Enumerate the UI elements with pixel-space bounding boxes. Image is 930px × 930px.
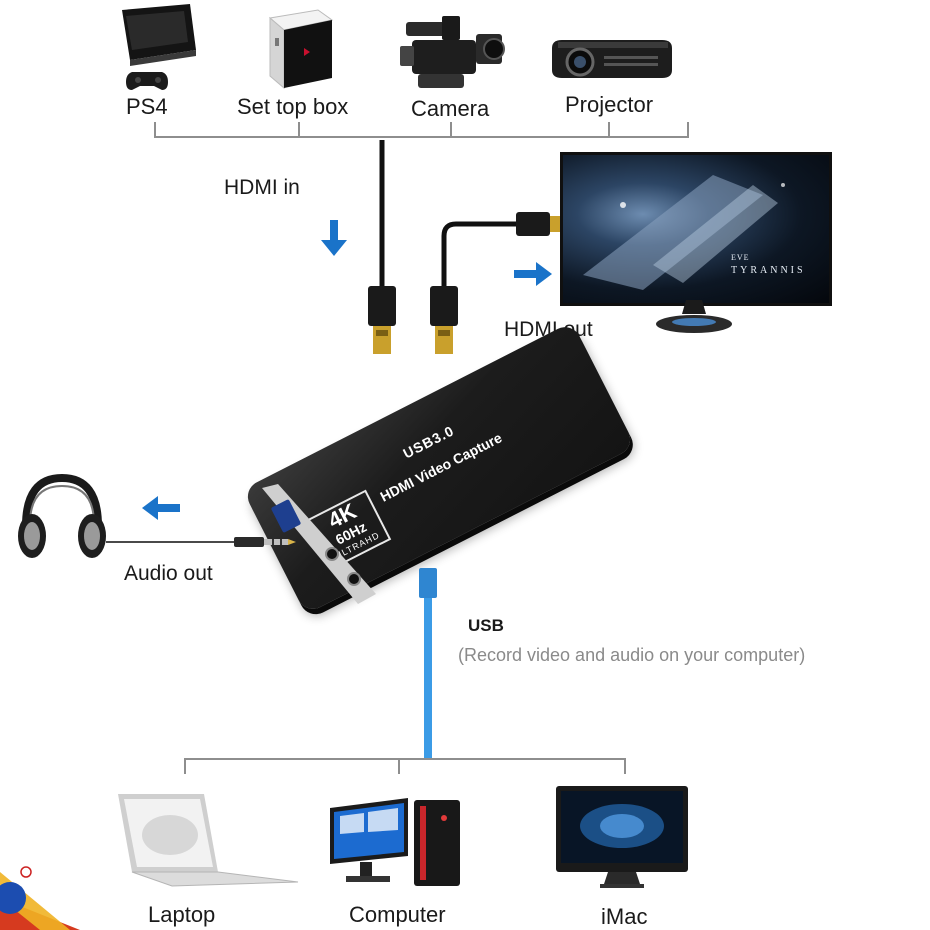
usb-cable [424, 574, 432, 760]
source-label-projector: Projector [565, 92, 653, 118]
audio-out-label: Audio out [124, 562, 213, 586]
computer-tick-laptop [184, 758, 186, 774]
corner-logo [0, 858, 90, 930]
computer-bracket-line [184, 758, 626, 760]
audio-cable [106, 541, 236, 543]
computer-label-laptop: Laptop [148, 902, 215, 928]
source-tick-end [687, 122, 689, 138]
source-tick-projector [608, 122, 610, 138]
ps4-device [112, 2, 197, 97]
source-tick-ps4 [154, 122, 156, 138]
headphones-icon [14, 470, 110, 566]
computer-tick-computer [398, 758, 400, 774]
screen-subtitle: TYRANNIS [731, 265, 806, 276]
monitor-stand [654, 300, 734, 334]
monitor-screen: EVE TYRANNIS [560, 152, 832, 306]
monitor-display: EVE TYRANNIS [558, 152, 828, 334]
source-tick-set-top-box [298, 122, 300, 138]
hdmi-in-label: HDMI in [224, 176, 300, 200]
set-top-box-icon [262, 8, 337, 90]
usb-description: (Record video and audio on your computer… [458, 645, 805, 666]
projector-icon [546, 36, 678, 84]
headphones [14, 470, 110, 566]
imac-device [554, 784, 690, 890]
projector-device [546, 36, 678, 84]
source-label-ps4: PS4 [126, 94, 168, 120]
game-console-icon [112, 2, 197, 97]
laptop-icon [112, 790, 302, 890]
set-top-box-device [262, 8, 337, 90]
spaceship-image [563, 155, 829, 303]
computer-tick-imac [624, 758, 626, 774]
source-label-set-top-box: Set top box [237, 94, 348, 120]
camcorder-icon [398, 12, 508, 90]
audio-jack-icon [234, 534, 298, 550]
usb-connector [419, 568, 437, 598]
laptop-device [112, 790, 302, 890]
desktop-computer-icon [326, 794, 466, 890]
desktop-computer-device [326, 794, 466, 890]
camera-device [398, 12, 508, 90]
usb-title: USB [468, 616, 504, 636]
imac-icon [554, 784, 690, 890]
audio-out-arrow-icon [140, 494, 182, 522]
screen-brand: EVE [731, 253, 750, 262]
source-label-camera: Camera [411, 96, 489, 122]
computer-label-computer: Computer [349, 902, 446, 928]
computer-label-imac: iMac [601, 904, 647, 930]
hdmi-out-arrow-icon [514, 260, 554, 288]
